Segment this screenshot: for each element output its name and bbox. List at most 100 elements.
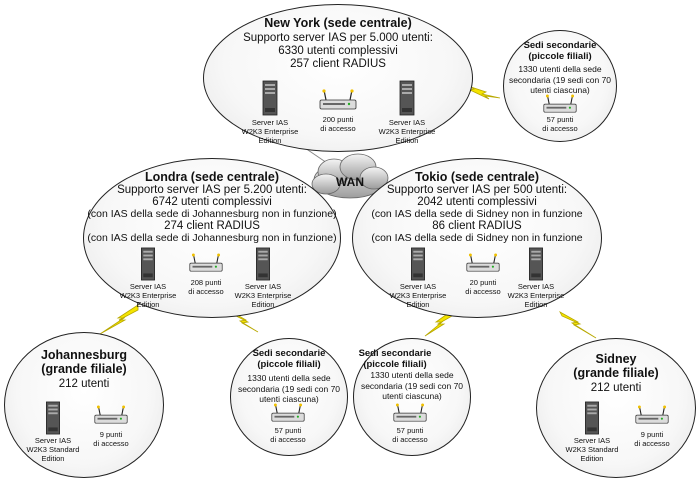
london-line-4: 274 client RADIUS xyxy=(164,220,260,232)
caption-line: W2K3 Standard xyxy=(26,444,80,454)
caption-line: di accesso xyxy=(465,286,501,296)
server-icon xyxy=(411,247,425,281)
ny-branches-site xyxy=(503,30,617,142)
caption-line: W2K3 Enterprise xyxy=(234,290,292,300)
access-point-icon xyxy=(393,403,427,422)
lightning-tokyo-sydney xyxy=(559,311,597,339)
tokyo-site xyxy=(352,158,602,318)
caption-line: 9 punti xyxy=(640,430,664,439)
new-york-line-1: Supporto server IAS per 5.000 utenti: xyxy=(243,32,433,44)
london-line-1: Supporto server IAS per 5.200 utenti: xyxy=(117,184,307,196)
caption-line: Edition xyxy=(258,135,282,145)
london-branches-title: Sedi secondarie(piccole filiali) xyxy=(230,348,348,370)
caption-line: Server IAS xyxy=(388,118,426,127)
caption-line: Server IAS xyxy=(34,436,72,445)
caption-line: 20 punti xyxy=(469,278,497,287)
tokyo-line-4: 86 client RADIUS xyxy=(432,220,522,232)
caption-line: W2K3 Enterprise xyxy=(241,126,299,136)
caption-line: Edition xyxy=(406,299,430,309)
london-branches-site xyxy=(230,338,348,456)
london-site xyxy=(83,158,341,318)
caption-line: di accesso xyxy=(634,438,670,448)
lightning-ny-branches xyxy=(467,85,501,100)
london-title: Londra (sede centrale) xyxy=(144,170,280,184)
title-line: (piccole filiali) xyxy=(257,359,321,370)
title-line: Johannesburg xyxy=(40,348,128,362)
caption-line: di accesso xyxy=(93,438,129,448)
sydney-site xyxy=(536,338,696,478)
caption-line: W2K3 Enterprise xyxy=(119,290,177,300)
caption-line: di accesso xyxy=(542,123,578,133)
title-line: (grande filiale) xyxy=(41,362,127,376)
caption-line: Edition xyxy=(136,299,160,309)
server-icon xyxy=(529,247,543,281)
text-line: utenti ciascuna) xyxy=(259,394,319,404)
server-icon xyxy=(262,80,278,116)
title-line: (grande filiale) xyxy=(573,366,659,380)
caption-line: Edition xyxy=(524,299,548,309)
server-icon xyxy=(399,80,415,116)
new-york-line-2: 6330 utenti complessivi xyxy=(278,45,398,57)
title-line: Sedi secondarie xyxy=(523,40,597,51)
caption-line: W2K3 Enterprise xyxy=(507,290,565,300)
caption-line: Edition xyxy=(580,453,604,463)
caption-line: Edition xyxy=(395,135,419,145)
johannesburg-site xyxy=(4,332,164,478)
text-line: secondaria (19 sedi con 70 xyxy=(237,383,341,394)
text-line: secondaria (19 sedi con 70 xyxy=(508,74,612,85)
access-point-icon xyxy=(635,405,669,424)
lightning-tokyo-branches xyxy=(424,311,453,337)
london-line-2: 6742 utenti complessivi xyxy=(152,196,272,208)
title-line: Sidney xyxy=(595,352,637,366)
lightning-london-johannesburg xyxy=(99,304,139,335)
new-york-title: New York (sede centrale) xyxy=(264,16,412,30)
access-point-icon xyxy=(189,253,223,272)
server-icon xyxy=(46,401,60,435)
text-line: utenti ciascuna) xyxy=(382,391,442,401)
server-icon xyxy=(141,247,155,281)
caption-line: Server IAS xyxy=(399,282,437,291)
wan-cloud-icon: WAN xyxy=(311,153,389,199)
access-point-icon xyxy=(319,89,357,110)
london-line-5: (con IAS della sede di Johannesburg non … xyxy=(87,232,337,244)
johannesburg-title: Johannesburg(grande filiale) xyxy=(4,348,164,376)
caption-line: Server IAS xyxy=(517,282,555,291)
text-line: utenti ciascuna) xyxy=(530,85,590,95)
caption-line: Server IAS xyxy=(129,282,167,291)
caption-line: W2K3 Enterprise xyxy=(389,290,447,300)
sydney-title: Sidney(grande filiale) xyxy=(536,352,696,380)
server-icon xyxy=(585,401,599,435)
new-york-line-3: 257 client RADIUS xyxy=(290,58,386,70)
tokyo-line-5: (con IAS della sede di Sidney non in fun… xyxy=(371,232,583,244)
tokyo-title: Tokio (sede centrale) xyxy=(414,170,540,184)
caption-line: 57 punti xyxy=(546,115,574,124)
title-line: (piccole filiali) xyxy=(363,359,427,370)
caption-line: Server IAS xyxy=(573,436,611,445)
wan-label: WAN xyxy=(336,175,364,189)
tokyo-line-3: (con IAS della sede di Sidney non in fun… xyxy=(371,208,583,220)
access-point-icon xyxy=(94,405,128,424)
caption-line: 57 punti xyxy=(274,426,302,435)
server-icon xyxy=(256,247,270,281)
caption-line: di accesso xyxy=(320,123,356,133)
sydney-users: 212 utenti xyxy=(590,382,642,394)
caption-line: di accesso xyxy=(270,434,306,444)
